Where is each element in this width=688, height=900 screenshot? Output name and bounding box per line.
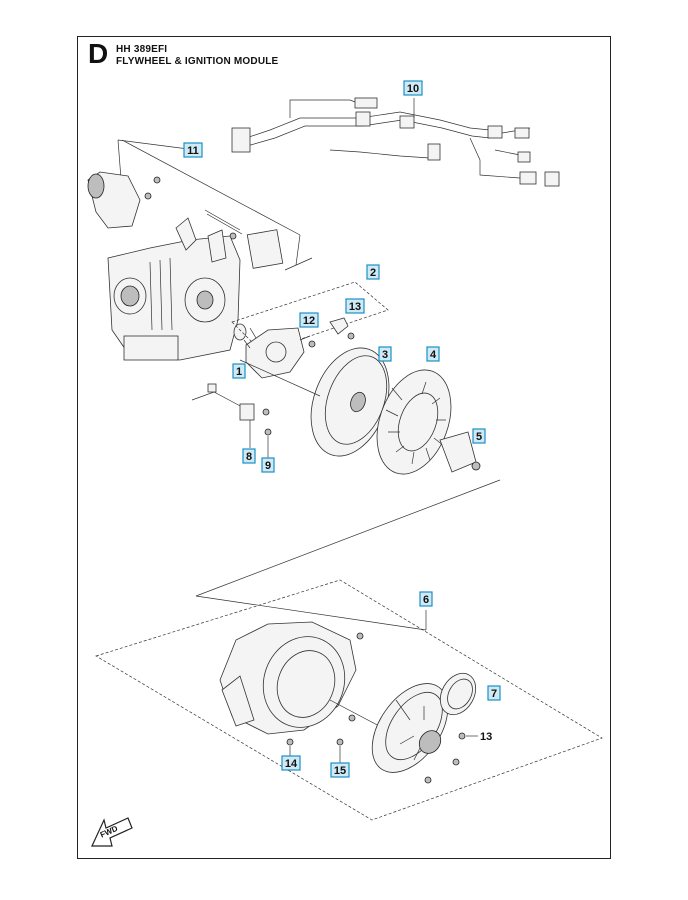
callout-13-lower[interactable]: 13 xyxy=(480,731,492,743)
page-title: FLYWHEEL & IGNITION MODULE xyxy=(116,56,279,67)
svg-text:7: 7 xyxy=(491,688,497,700)
callout-2[interactable]: 2 xyxy=(366,264,380,280)
callout-1[interactable]: 1 xyxy=(232,363,246,379)
callout-12[interactable]: 12 xyxy=(299,312,319,328)
model-title: HH 389EFI xyxy=(116,44,168,55)
flywheel xyxy=(239,347,390,457)
diagram-frame xyxy=(77,36,611,859)
svg-text:6: 6 xyxy=(423,594,429,606)
engine-block xyxy=(87,171,247,361)
cooling-fan xyxy=(376,369,481,475)
callout-15[interactable]: 15 xyxy=(330,762,350,778)
callout-6[interactable]: 6 xyxy=(419,591,433,607)
fwd-direction-arrow: FWD xyxy=(91,817,133,847)
svg-text:11: 11 xyxy=(187,145,199,157)
svg-text:8: 8 xyxy=(246,451,252,463)
svg-text:9: 9 xyxy=(265,460,271,472)
section-letter: D xyxy=(88,38,109,69)
callout-3[interactable]: 3 xyxy=(378,346,392,362)
svg-text:5: 5 xyxy=(476,431,482,443)
callout-10[interactable]: 10 xyxy=(403,80,423,96)
ignition-sensor xyxy=(191,383,272,458)
svg-text:2: 2 xyxy=(370,267,376,279)
assembly-leader-line xyxy=(195,479,501,597)
svg-text:1: 1 xyxy=(236,366,242,378)
blower-housing-assembly xyxy=(95,579,603,821)
callout-7[interactable]: 7 xyxy=(487,685,501,701)
svg-text:3: 3 xyxy=(382,349,388,361)
svg-text:13: 13 xyxy=(349,301,361,313)
stator-assembly xyxy=(231,281,389,379)
svg-text:12: 12 xyxy=(303,315,315,327)
callout-4[interactable]: 4 xyxy=(426,346,440,362)
svg-text:4: 4 xyxy=(430,349,437,361)
svg-text:10: 10 xyxy=(407,83,419,95)
svg-text:13: 13 xyxy=(480,731,492,743)
callout-9[interactable]: 9 xyxy=(261,457,275,473)
callout-14[interactable]: 14 xyxy=(281,755,301,771)
callout-13[interactable]: 13 xyxy=(345,298,365,314)
svg-text:14: 14 xyxy=(285,758,298,770)
callout-11[interactable]: 11 xyxy=(183,142,203,158)
callout-5[interactable]: 5 xyxy=(472,428,486,444)
callout-8[interactable]: 8 xyxy=(242,448,256,464)
wiring-harness xyxy=(231,97,560,187)
ignition-coil-assembly xyxy=(117,139,313,271)
svg-text:15: 15 xyxy=(334,765,346,777)
